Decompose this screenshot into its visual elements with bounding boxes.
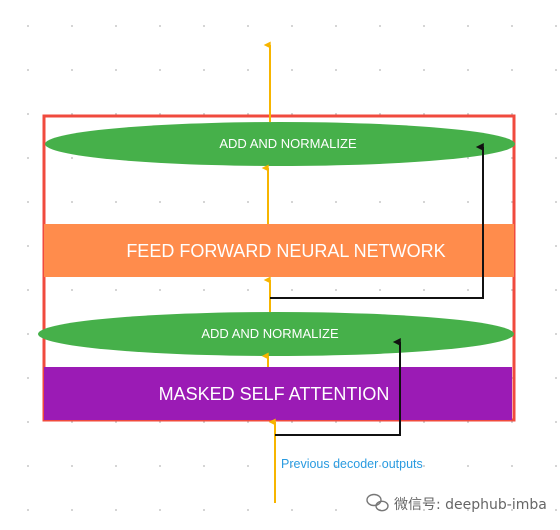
- residual-connection-lower: [275, 338, 401, 436]
- residual-connection-upper: [270, 143, 484, 299]
- feed-forward-block: [44, 224, 514, 277]
- masked-self-attention-block: [44, 367, 512, 420]
- input-caption: Previous decoder outputs: [281, 457, 423, 471]
- masked-self-attention-label: MASKED SELF ATTENTION: [159, 384, 390, 404]
- watermark: 微信号: deephub-imba: [366, 493, 547, 513]
- add-normalize-bottom-label: ADD AND NORMALIZE: [201, 326, 339, 341]
- watermark-text: 微信号: deephub-imba: [394, 497, 547, 513]
- wechat-icon: [366, 493, 389, 512]
- add-normalize-top-label: ADD AND NORMALIZE: [219, 136, 357, 151]
- add-normalize-top-ellipse: [45, 122, 515, 166]
- feed-forward-label: FEED FORWARD NEURAL NETWORK: [126, 241, 445, 261]
